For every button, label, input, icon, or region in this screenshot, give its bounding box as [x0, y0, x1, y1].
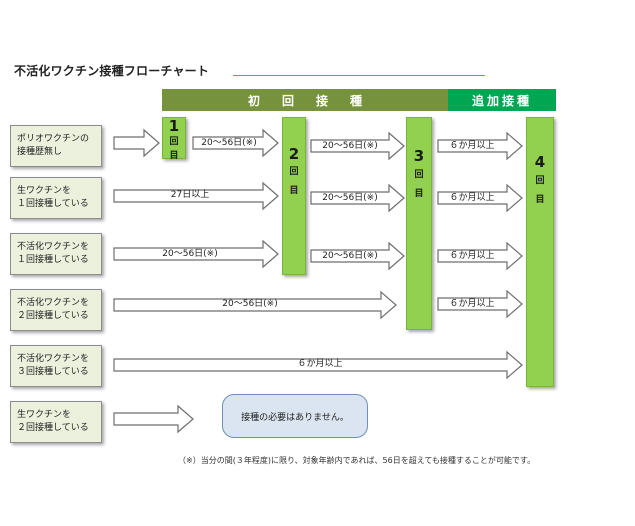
dose-2-char-me: 目: [289, 186, 299, 196]
label-row4-d3-d4: ６か月以上: [449, 299, 495, 309]
dose-2-number: 2: [288, 145, 300, 163]
arrow-row1-d2-d3: [310, 131, 405, 161]
arrow-row5-to-d4: [113, 350, 523, 380]
dose-3-number: 3: [413, 147, 425, 165]
label-row3-d2-d3: 20～56日(※): [322, 251, 378, 261]
dose-4-number: 4: [534, 153, 546, 171]
label-row1-d1-d2: 20～56日(※): [201, 138, 257, 148]
dose-3-bar: 3 回 目: [406, 117, 432, 330]
dose-3-char-kai: 回: [414, 170, 424, 180]
arrow-row1-d3-d4: [437, 131, 523, 161]
label-row3-d3-d4: ６か月以上: [449, 251, 495, 261]
arrow-row2-d3-d4: [437, 183, 523, 213]
arrow-row3-to-d2: [113, 239, 279, 269]
dose-4-char-kai: 回: [535, 176, 545, 186]
label-row5-to-d4: ６か月以上: [297, 359, 343, 369]
arrow-row1-d1-d2: [192, 128, 279, 158]
label-row4-to-d3: 20～56日(※): [222, 299, 278, 309]
page-title: 不活化ワクチン接種フローチャート: [14, 64, 210, 78]
arrow-row1-start: [113, 128, 160, 158]
dose-2-bar: 2 回 目: [282, 117, 306, 275]
arrow-row2-d2-d3: [310, 183, 405, 213]
arrow-row4-d3-d4: [437, 289, 523, 319]
dose-4-char-me: 目: [535, 195, 545, 205]
arrow-row3-d2-d3: [310, 241, 405, 271]
dose-4-bar: 4 回 目: [526, 117, 554, 387]
row-no-history: ポリオワクチンの 接種歴無し: [10, 125, 102, 167]
row-live-twice: 生ワクチンを ２回接種している: [10, 401, 102, 443]
footnote: （※）当分の間(３年程度)に限り、対象年齢内であれば、56日を超えても接種するこ…: [178, 456, 536, 465]
label-row2-d2-d3: 20～56日(※): [322, 193, 378, 203]
header-initial-label: 初回接種: [247, 93, 384, 108]
label-row2-to-d2: 27日以上: [170, 190, 210, 200]
arrow-row2-to-d2: [113, 181, 279, 211]
arrow-row4-to-d3: [113, 290, 397, 320]
title-underline: [233, 75, 485, 76]
label-row1-d3-d4: ６か月以上: [449, 141, 495, 151]
no-vaccination-needed-bubble: 接種の必要はありません。: [222, 394, 368, 438]
row-inactivated-twice: 不活化ワクチンを ２回接種している: [10, 289, 102, 331]
label-row3-to-d2: 20～56日(※): [162, 249, 218, 259]
dose-1-number: 1: [168, 117, 180, 135]
dose-2-char-kai: 回: [289, 167, 299, 177]
row-live-once: 生ワクチンを １回接種している: [10, 177, 102, 219]
label-row1-d2-d3: 20～56日(※): [322, 141, 378, 151]
dose-1-bar: 1 回 目: [162, 117, 186, 161]
row-inactivated-once: 不活化ワクチンを １回接種している: [10, 233, 102, 275]
arrow-row6-to-bubble: [113, 404, 194, 434]
label-row2-d3-d4: ６か月以上: [449, 193, 495, 203]
dose-3-char-me: 目: [414, 189, 424, 199]
arrow-row3-d3-d4: [437, 241, 523, 271]
dose-1-char-me: 目: [169, 151, 179, 161]
row-inactivated-thrice: 不活化ワクチンを ３回接種している: [10, 345, 102, 387]
dose-1-char-kai: 回: [169, 137, 179, 147]
header-initial-doses: 初回接種: [162, 89, 448, 111]
header-booster-dose: 追加接種: [448, 89, 556, 111]
